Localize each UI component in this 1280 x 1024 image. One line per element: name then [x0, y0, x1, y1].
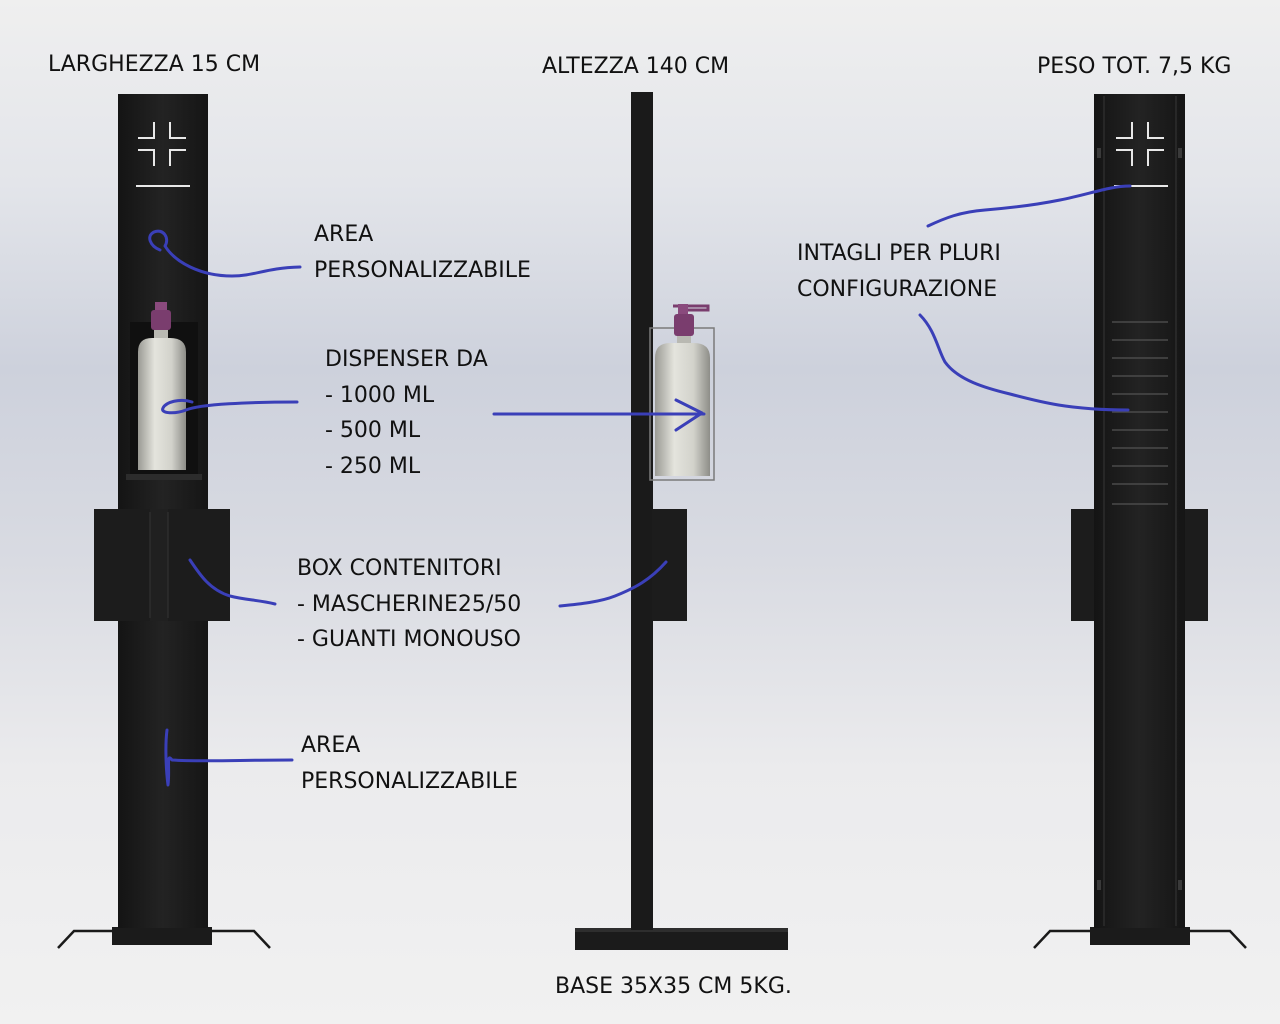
annotation-area-bottom — [164, 728, 294, 787]
height-label: ALTEZZA 140 CM — [542, 54, 730, 79]
callout-line: DISPENSER DA — [325, 347, 488, 372]
back-box-left — [1071, 509, 1094, 621]
callout-line: - MASCHERINE25/50 — [297, 591, 522, 617]
side-base-top — [575, 928, 788, 932]
annotation-intagli-bottom — [918, 313, 1130, 412]
side-base — [575, 928, 788, 950]
base-label: BASE 35X35 CM 5KG. — [555, 974, 792, 999]
callout-line: PERSONALIZZABILE — [314, 257, 531, 283]
callout-line: - 1000 ML — [325, 382, 435, 408]
callout-box: BOX CONTENITORI - MASCHERINE25/50 - GUAN… — [297, 551, 521, 658]
back-view — [1033, 94, 1247, 949]
mounting-holes — [1097, 148, 1182, 890]
front-bottle — [138, 302, 186, 470]
weight-label: PESO TOT. 7,5 KG — [1037, 54, 1232, 79]
callout-line: PERSONALIZZABILE — [301, 768, 518, 794]
callout-area-top: AREA PERSONALIZZABILE — [314, 217, 531, 288]
callout-line: AREA — [301, 733, 361, 758]
front-foot-plate — [112, 927, 212, 945]
side-bottle — [655, 304, 710, 476]
configuration-slots — [1112, 321, 1168, 505]
callout-line: - GUANTI MONOUSO — [297, 627, 521, 652]
side-box — [652, 509, 687, 621]
back-post — [1094, 94, 1185, 928]
callout-area-bottom: AREA PERSONALIZZABILE — [301, 728, 518, 799]
annotation-box-front — [188, 558, 277, 606]
back-foot-plate — [1090, 927, 1190, 945]
back-box-right — [1185, 509, 1208, 621]
annotation-intagli-top — [926, 184, 1132, 228]
callout-line: BOX CONTENITORI — [297, 556, 502, 581]
callout-dispenser: DISPENSER DA - 1000 ML - 500 ML - 250 ML — [325, 342, 488, 484]
annotation-strokes — [148, 184, 1132, 787]
dispenser-shelf — [126, 474, 202, 480]
annotation-arrowhead — [674, 398, 704, 432]
side-view — [575, 92, 788, 950]
annotation-area-top — [148, 229, 302, 278]
front-box-center — [150, 509, 168, 621]
front-view — [57, 94, 271, 949]
callout-line: AREA — [314, 222, 374, 247]
width-label: LARGHEZZA 15 CM — [48, 52, 261, 77]
callout-intagli: INTAGLI PER PLURI CONFIGURAZIONE — [797, 236, 1001, 307]
callout-line: - 250 ML — [325, 453, 421, 479]
side-post — [631, 92, 653, 930]
callout-line: INTAGLI PER PLURI — [797, 241, 1001, 266]
annotation-box-side — [558, 560, 668, 608]
annotation-dispenser-front — [161, 398, 299, 415]
callout-line: CONFIGURAZIONE — [797, 276, 998, 302]
logo-cross-icon — [136, 122, 190, 187]
callout-line: - 500 ML — [325, 418, 421, 443]
